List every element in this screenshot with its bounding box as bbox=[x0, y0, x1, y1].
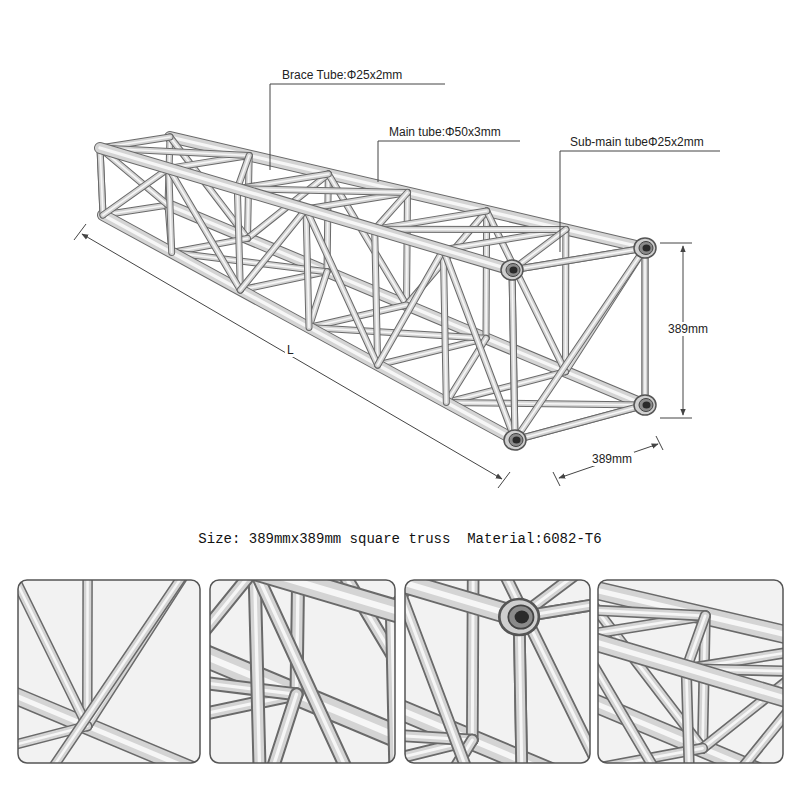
thumbnail-photo bbox=[405, 580, 590, 763]
thumbnail-photo bbox=[18, 580, 200, 763]
leader-lines bbox=[270, 84, 720, 252]
thumbnail-frame bbox=[598, 580, 783, 763]
thumbnail-photo bbox=[210, 580, 395, 763]
dimension-label: L bbox=[285, 343, 296, 357]
thumbnail-frame bbox=[210, 580, 395, 763]
part-label: Main tube:Φ50x3mm bbox=[389, 125, 501, 139]
thumbnail-photo bbox=[598, 580, 783, 763]
spec-caption: Size: 389mmx389mm square truss Material:… bbox=[198, 532, 601, 546]
dimension-label: 389mm bbox=[666, 322, 710, 336]
photo-thumbnails bbox=[0, 374, 800, 800]
part-label: Sub-main tubeΦ25x2mm bbox=[570, 135, 704, 149]
dimension-label: 389mm bbox=[590, 452, 634, 466]
thumbnail-frame bbox=[18, 580, 200, 763]
dimension-lines bbox=[74, 224, 692, 488]
thumbnail-frame bbox=[405, 580, 590, 763]
part-label: Brace Tube:Φ25x2mm bbox=[282, 68, 402, 82]
